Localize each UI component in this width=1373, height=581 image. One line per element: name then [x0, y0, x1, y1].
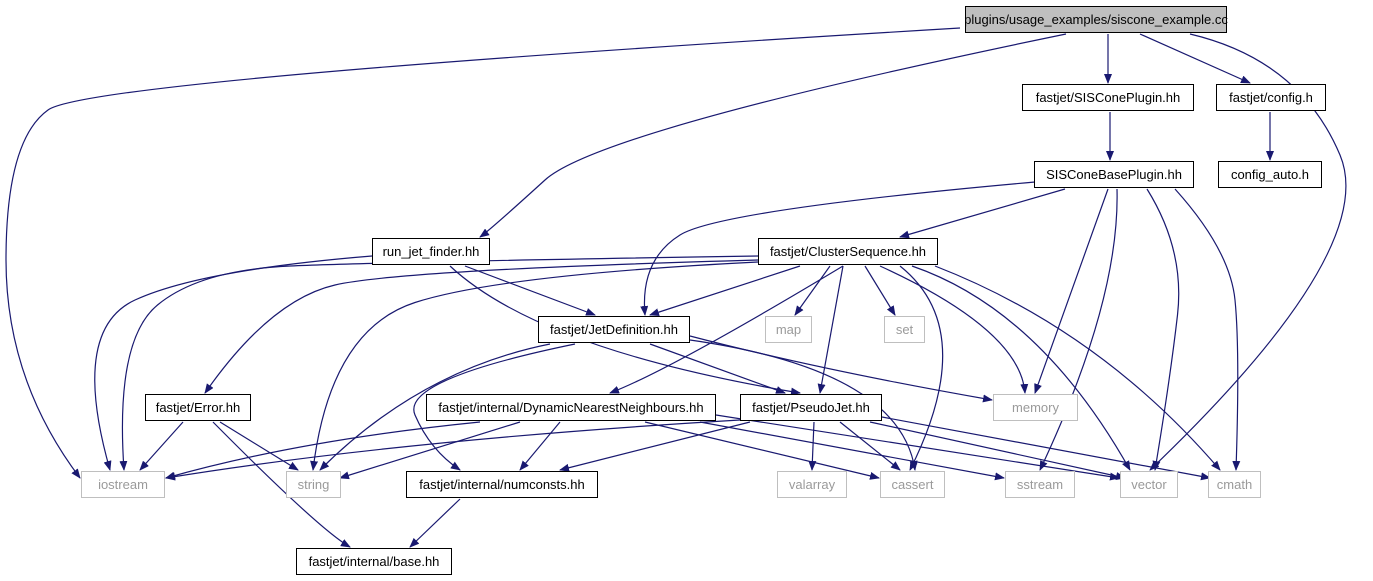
- edge-sisconebase-to-cmath: [1174, 188, 1241, 471]
- node-jetdef[interactable]: fastjet/JetDefinition.hh: [538, 316, 690, 343]
- edge-pseudojet-to-valarray: [808, 421, 817, 471]
- edge-dnn-to-numconsts: [519, 421, 561, 471]
- edge-clusterseq-to-set: [864, 265, 896, 316]
- edge-sisconebase-to-memory: [1034, 188, 1109, 394]
- edge-pseudojet-to-cassert: [839, 421, 901, 471]
- edge-dnn-to-sstream: [699, 421, 1005, 481]
- edge-clusterseq-to-dnn: [609, 265, 844, 394]
- edge-error-to-iostream: [139, 421, 184, 471]
- node-map: map: [765, 316, 812, 343]
- node-base[interactable]: fastjet/internal/base.hh: [296, 548, 452, 575]
- node-memory: memory: [993, 394, 1078, 421]
- edge-root-to-iostream: [5, 27, 961, 479]
- edge-jetdef-to-numconsts: [413, 343, 576, 471]
- edge-runjetfinder-to-jetdef: [464, 265, 596, 316]
- node-vector: vector: [1120, 471, 1178, 498]
- edge-clusterseq-to-map: [794, 265, 831, 316]
- edge-runjetfinder-to-iostream: [94, 255, 373, 471]
- edge-sisconebase-to-vector: [1146, 188, 1180, 471]
- node-sisconebase[interactable]: SISConeBasePlugin.hh: [1034, 161, 1194, 188]
- edge-clusterseq-to-vector: [911, 265, 1131, 471]
- edge-jetdef-to-memory: [689, 335, 993, 403]
- node-cassert: cassert: [880, 471, 945, 498]
- node-root: plugins/usage_examples/siscone_example.c…: [964, 6, 1228, 33]
- edge-numconsts-to-base: [409, 498, 461, 548]
- node-sstream: sstream: [1005, 471, 1075, 498]
- edge-clusterseq-to-cmath: [934, 265, 1221, 471]
- node-string: string: [286, 471, 341, 498]
- edge-root-to-config: [1139, 33, 1251, 84]
- edge-root-to-runjetfinder: [479, 33, 1067, 238]
- edge-clusterseq-to-error: [204, 259, 759, 394]
- node-clusterseq[interactable]: fastjet/ClusterSequence.hh: [758, 238, 938, 265]
- edge-sisconebase-to-sstream: [1039, 188, 1118, 471]
- edge-dnn-to-string: [339, 421, 521, 480]
- edge-pseudojet-to-iostream: [165, 419, 741, 481]
- edge-jetdef-to-pseudojet: [649, 343, 786, 394]
- node-config[interactable]: fastjet/config.h: [1216, 84, 1326, 111]
- edge-error-to-string: [219, 421, 299, 471]
- node-set: set: [884, 316, 925, 343]
- edge-clusterseq-to-cassert: [899, 265, 944, 471]
- node-iostream: iostream: [81, 471, 165, 498]
- edge-sisconebase-to-clusterseq: [899, 188, 1066, 239]
- node-error[interactable]: fastjet/Error.hh: [145, 394, 251, 421]
- node-sisconeplugin[interactable]: fastjet/SISConePlugin.hh: [1022, 84, 1194, 111]
- edge-clusterseq-to-string: [310, 261, 759, 471]
- node-dnn[interactable]: fastjet/internal/DynamicNearestNeighbour…: [426, 394, 716, 421]
- edge-dnn-to-vector: [715, 414, 1120, 481]
- edge-root-to-vector: [1149, 33, 1347, 471]
- node-cmath: cmath: [1208, 471, 1261, 498]
- edge-clusterseq-to-iostream: [119, 255, 759, 471]
- node-runjetfinder[interactable]: run_jet_finder.hh: [372, 238, 490, 265]
- edge-clusterseq-to-pseudojet: [817, 265, 844, 394]
- edge-pseudojet-to-numconsts: [559, 421, 751, 472]
- node-pseudojet[interactable]: fastjet/PseudoJet.hh: [740, 394, 882, 421]
- edge-sisconebase-to-jetdef: [640, 181, 1036, 316]
- node-numconsts[interactable]: fastjet/internal/numconsts.hh: [406, 471, 598, 498]
- edge-pseudojet-to-vector: [869, 421, 1126, 480]
- edge-pseudojet-to-cmath: [881, 416, 1211, 481]
- edge-error-to-base: [212, 421, 351, 548]
- edge-clusterseq-to-memory: [879, 265, 1029, 394]
- edge-dnn-to-iostream: [165, 421, 481, 480]
- node-configauto[interactable]: config_auto.h: [1218, 161, 1322, 188]
- edge-clusterseq-to-jetdef: [649, 265, 801, 317]
- edge-dnn-to-cassert: [644, 421, 880, 480]
- node-valarray: valarray: [777, 471, 847, 498]
- edge-jetdef-to-string: [319, 343, 551, 471]
